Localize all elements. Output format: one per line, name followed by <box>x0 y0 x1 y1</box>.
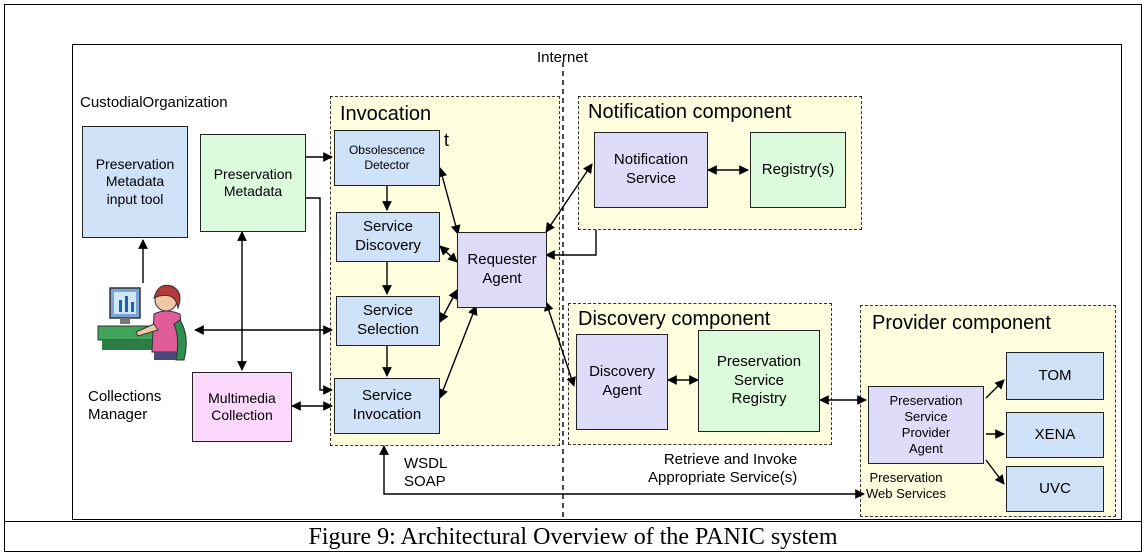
retrieve-invoke-label: Retrieve and Invoke Appropriate Service(… <box>648 451 798 486</box>
preservation-service-provider-agent-box: Preservation Service Provider Agent <box>868 386 984 464</box>
stray-letter-t: t <box>444 130 450 150</box>
diagram-frame <box>72 44 1122 520</box>
discovery-region-title: Discovery component <box>578 308 771 330</box>
multimedia-collection-box: Multimedia Collection <box>192 372 292 442</box>
preservation-metadata-input-tool-box: Preservation Metadata input tool <box>82 126 188 238</box>
discovery-agent-box: Discovery Agent <box>576 334 668 430</box>
tom-box: TOM <box>1006 352 1104 400</box>
preservation-metadata-box: Preservation Metadata <box>200 134 306 232</box>
obsolescence-detector-box: Obsolescence Detector <box>334 130 440 186</box>
figure-caption: Figure 9: Architectural Overview of the … <box>308 524 838 550</box>
internet-label: Internet <box>537 49 588 66</box>
preservation-service-registry-box: Preservation Service Registry <box>698 330 820 432</box>
collections-manager-label: Collections Manager <box>88 388 162 423</box>
invocation-region-title: Invocation <box>340 103 432 125</box>
xena-box: XENA <box>1006 412 1104 458</box>
notification-region-title: Notification component <box>588 101 792 123</box>
provider-region-title: Provider component <box>872 312 1051 334</box>
caption-divider <box>4 521 1142 522</box>
wsdl-soap-label: WSDL SOAP <box>404 455 448 490</box>
custodial-organization-label: CustodialOrganization <box>80 94 228 111</box>
service-discovery-box: Service Discovery <box>336 212 440 262</box>
registry-box: Registry(s) <box>750 132 846 208</box>
requester-agent-box: Requester Agent <box>457 232 547 308</box>
preservation-web-services-label: Preservation Web Services <box>866 470 946 501</box>
service-invocation-box: Service Invocation <box>334 378 440 434</box>
service-selection-box: Service Selection <box>336 296 440 346</box>
figure-border <box>4 4 1142 552</box>
person-at-computer-icon <box>97 284 187 361</box>
uvc-box: UVC <box>1006 466 1104 512</box>
notification-service-box: Notification Service <box>594 132 708 208</box>
